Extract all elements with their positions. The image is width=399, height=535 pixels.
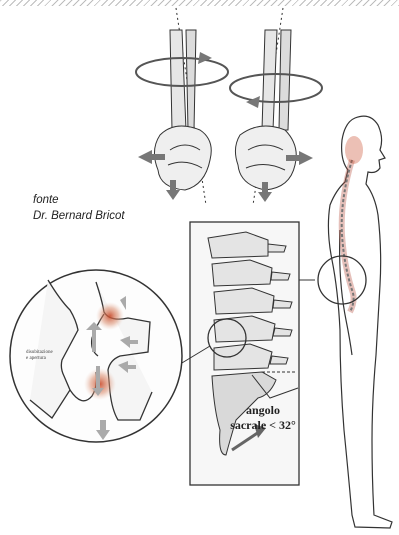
- rotation-arrows: [136, 58, 322, 102]
- source-author: Dr. Bernard Bricot: [33, 208, 125, 224]
- figure-spine-overlay: [342, 136, 363, 312]
- sacral-angle-line1: angolo: [228, 403, 298, 418]
- source-credit: fonte Dr. Bernard Bricot: [33, 192, 125, 224]
- feet-rotation-illustration: [154, 8, 296, 205]
- source-label: fonte: [33, 192, 125, 208]
- detail-tiny-label: disubitazione e apertura: [26, 350, 53, 362]
- standing-figure-icon: [328, 116, 392, 528]
- sacral-angle-label: angolo sacrale < 32°: [228, 403, 298, 433]
- sacral-angle-line2: sacrale < 32°: [228, 418, 298, 433]
- detail-tiny-label-2: e apertura: [26, 356, 53, 362]
